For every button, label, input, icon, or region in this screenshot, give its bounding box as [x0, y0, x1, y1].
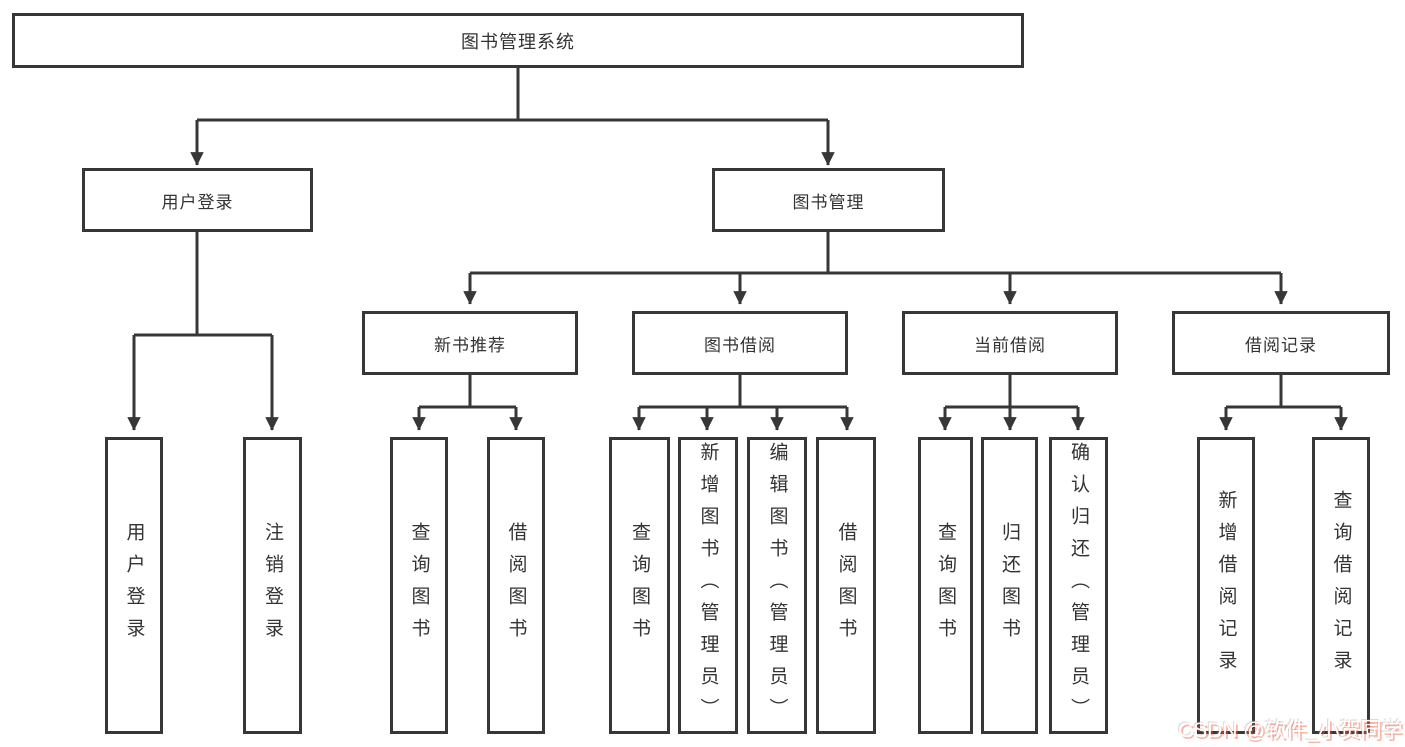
leaf-label: 借阅图书	[835, 521, 857, 650]
csdn-watermark: CSDN @软件_小贺同学	[1178, 719, 1403, 742]
node-label: 图书管理	[792, 192, 865, 212]
leaf-query-books-3: 查询图书	[918, 437, 973, 734]
node-user-login-branch: 用户登录	[82, 168, 313, 232]
node-book-borrowing: 图书借阅	[632, 311, 848, 375]
node-new-book-recommend: 新书推荐	[362, 311, 578, 375]
leaf-label: 查询图书	[935, 521, 956, 650]
leaf-label: 查询图书	[629, 521, 650, 650]
node-label: 图书借阅	[704, 335, 776, 355]
leaf-user-login: 用户登录	[105, 437, 163, 734]
node-current-borrowing: 当前借阅	[902, 311, 1118, 375]
leaf-label: 用户登录	[123, 521, 145, 650]
node-label: 当前借阅	[974, 335, 1046, 355]
leaf-query-borrow-record: 查询借阅记录	[1312, 437, 1370, 734]
leaf-return-book: 归还图书	[981, 437, 1038, 734]
leaf-label: 查询图书	[408, 521, 430, 650]
leaf-query-books-2: 查询图书	[609, 437, 670, 734]
node-library-management-system: 图书管理系统	[12, 13, 1024, 68]
leaf-edit-book-admin: 编辑图书（管理员）	[747, 437, 807, 734]
leaf-confirm-return-admin: 确认归还（管理员）	[1049, 437, 1108, 734]
node-label: 新书推荐	[434, 335, 506, 355]
leaf-borrow-books-1: 借阅图书	[487, 437, 545, 734]
leaf-label: 新增图书（管理员）	[697, 441, 719, 730]
node-label: 用户登录	[161, 192, 234, 212]
node-book-management-branch: 图书管理	[712, 168, 945, 232]
leaf-label: 编辑图书（管理员）	[766, 441, 788, 730]
node-label: 借阅记录	[1245, 335, 1317, 355]
leaf-label: 借阅图书	[505, 521, 527, 650]
leaf-borrow-books-2: 借阅图书	[816, 437, 876, 734]
leaf-label: 归还图书	[999, 521, 1020, 650]
leaf-label: 查询借阅记录	[1330, 489, 1352, 682]
leaf-label: 新增借阅记录	[1215, 489, 1237, 682]
leaf-add-book-admin: 新增图书（管理员）	[678, 437, 738, 734]
leaf-label: 注销登录	[262, 521, 283, 650]
leaf-logout: 注销登录	[243, 437, 302, 734]
node-borrowing-records: 借阅记录	[1172, 311, 1390, 375]
leaf-label: 确认归还（管理员）	[1068, 441, 1089, 730]
node-label: 图书管理系统	[461, 31, 575, 52]
leaf-query-books-1: 查询图书	[390, 437, 448, 734]
leaf-add-borrow-record: 新增借阅记录	[1197, 437, 1255, 734]
